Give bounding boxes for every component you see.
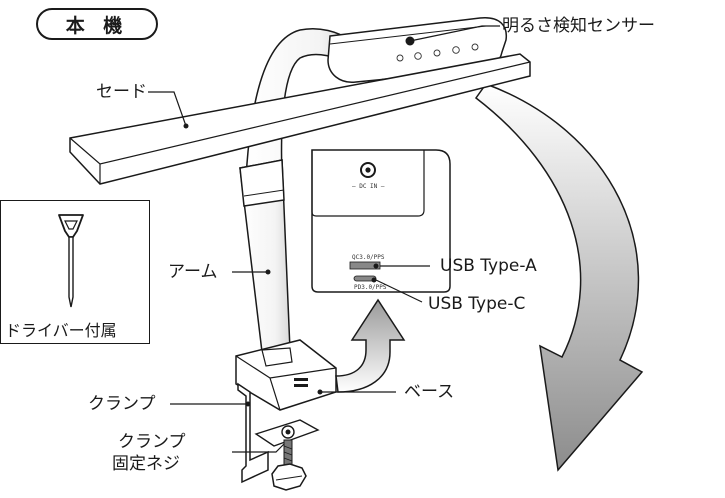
clamp — [237, 382, 269, 484]
driver-inset: ドライバー付属 — [0, 200, 150, 344]
detail-arrow — [335, 298, 406, 393]
leader-shade — [148, 91, 187, 127]
label-arm: アーム — [168, 262, 218, 282]
shade — [69, 53, 531, 185]
label-usb-type-a: USB Type-A — [440, 256, 537, 276]
arm-joint — [239, 159, 285, 207]
label-driver-included: ドライバー付属 — [5, 321, 117, 340]
leader-clamp-screw — [232, 443, 285, 453]
screwdriver-icon — [58, 214, 84, 308]
brightness-up-icon — [414, 52, 422, 60]
label-base: ベース — [404, 382, 455, 402]
brightness-down-icon — [396, 54, 404, 62]
page-title: 本 機 — [36, 8, 158, 40]
label-clamp: クランプ — [88, 394, 156, 414]
usb-a-spec: QC3.0/PPS — [352, 254, 385, 261]
leader-sensor — [409, 25, 500, 42]
usb-c-spec: PD3.0/PPS — [354, 284, 387, 291]
label-usb-type-c: USB Type-C — [428, 294, 526, 314]
leader-usb-c — [375, 279, 423, 303]
label-clamp-screw-line2: 固定ネジ — [112, 454, 180, 474]
dc-in-label: — DC IN — — [352, 183, 385, 190]
label-shade: セード — [96, 82, 147, 102]
base-rear-panel — [311, 149, 451, 293]
color-temp-icon — [452, 46, 460, 54]
clamp-knob — [271, 463, 307, 491]
rotation-arrow — [474, 83, 644, 472]
label-brightness-sensor: 明るさ検知センサー — [502, 16, 655, 36]
label-clamp-screw-line1: クランプ — [118, 432, 186, 452]
timer-icon — [471, 43, 479, 51]
power-icon — [433, 49, 441, 57]
